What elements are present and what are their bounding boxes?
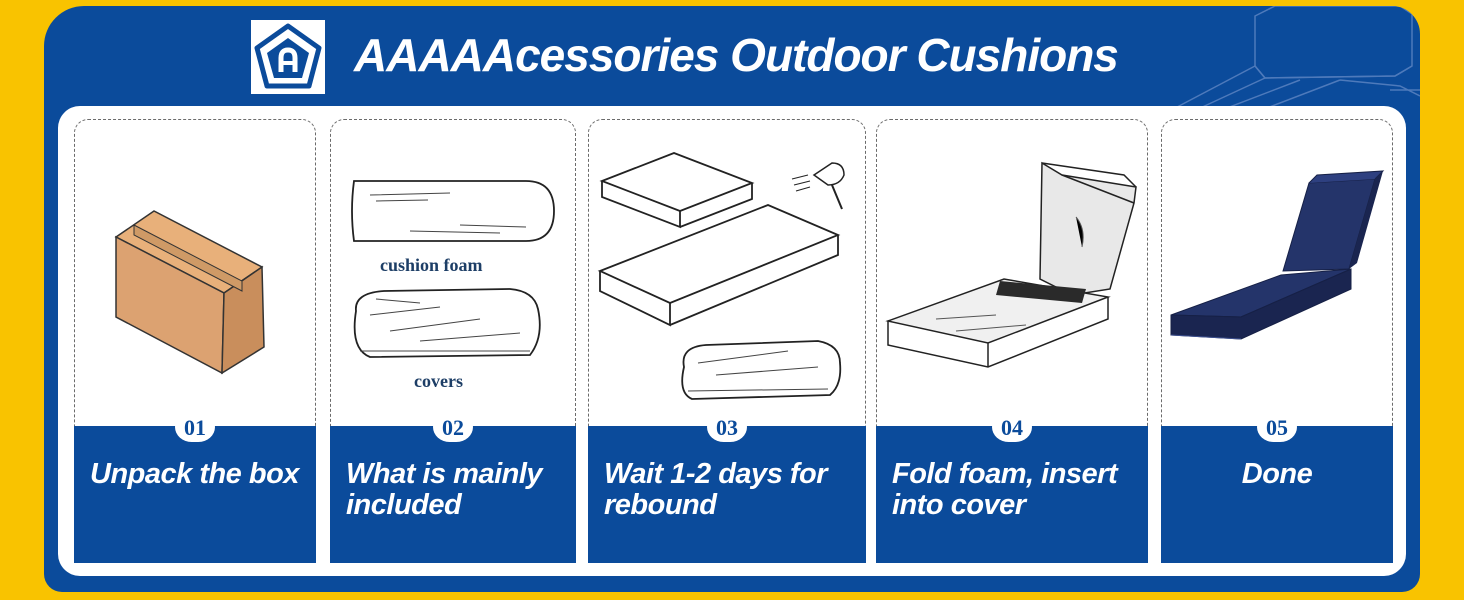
page-title: AAAAAcessories Outdoor Cushions: [354, 29, 1119, 81]
step-number: 04: [992, 412, 1032, 442]
step-number: 02: [433, 412, 473, 442]
step-card-3: 03 Wait 1-2 days for rebound: [588, 119, 866, 563]
lounge-chair-outline-decoration: [1159, 6, 1420, 126]
step-card-4: 04 Fold foam, insert into cover: [876, 119, 1148, 563]
step-label: Done: [1241, 458, 1313, 490]
step-card-1: 01 Unpack the box: [74, 119, 316, 563]
brand-logo: [251, 20, 325, 94]
finished-cushion-icon: [1170, 170, 1385, 340]
step-label: Wait 1-2 days for rebound: [604, 458, 828, 521]
covers-caption: covers: [414, 371, 463, 391]
step-number: 01: [175, 412, 215, 442]
step-number: 03: [707, 412, 747, 442]
step-label: Fold foam, insert into cover: [892, 458, 1118, 521]
foam-and-covers-icon: [351, 180, 555, 358]
step-number: 05: [1257, 412, 1297, 442]
step-label: What is mainly included: [346, 458, 543, 521]
folded-cushion-icon: [885, 161, 1137, 368]
banner-frame: AAAAAcessories Outdoor Cushions 01 Unpac…: [44, 6, 1420, 592]
steps-panel: 01 Unpack the box cushion foam covers 02…: [58, 106, 1406, 576]
step-card-2: cushion foam covers 02 What is mainly in…: [330, 119, 576, 563]
cushion-foam-caption: cushion foam: [380, 255, 483, 275]
cardboard-box-icon: [114, 210, 265, 375]
pentagon-a-logo-icon: [254, 23, 322, 89]
step-card-5: 05 Done: [1161, 119, 1393, 563]
step-label: Unpack the box: [90, 458, 299, 490]
foam-rebound-icon: [597, 152, 845, 400]
